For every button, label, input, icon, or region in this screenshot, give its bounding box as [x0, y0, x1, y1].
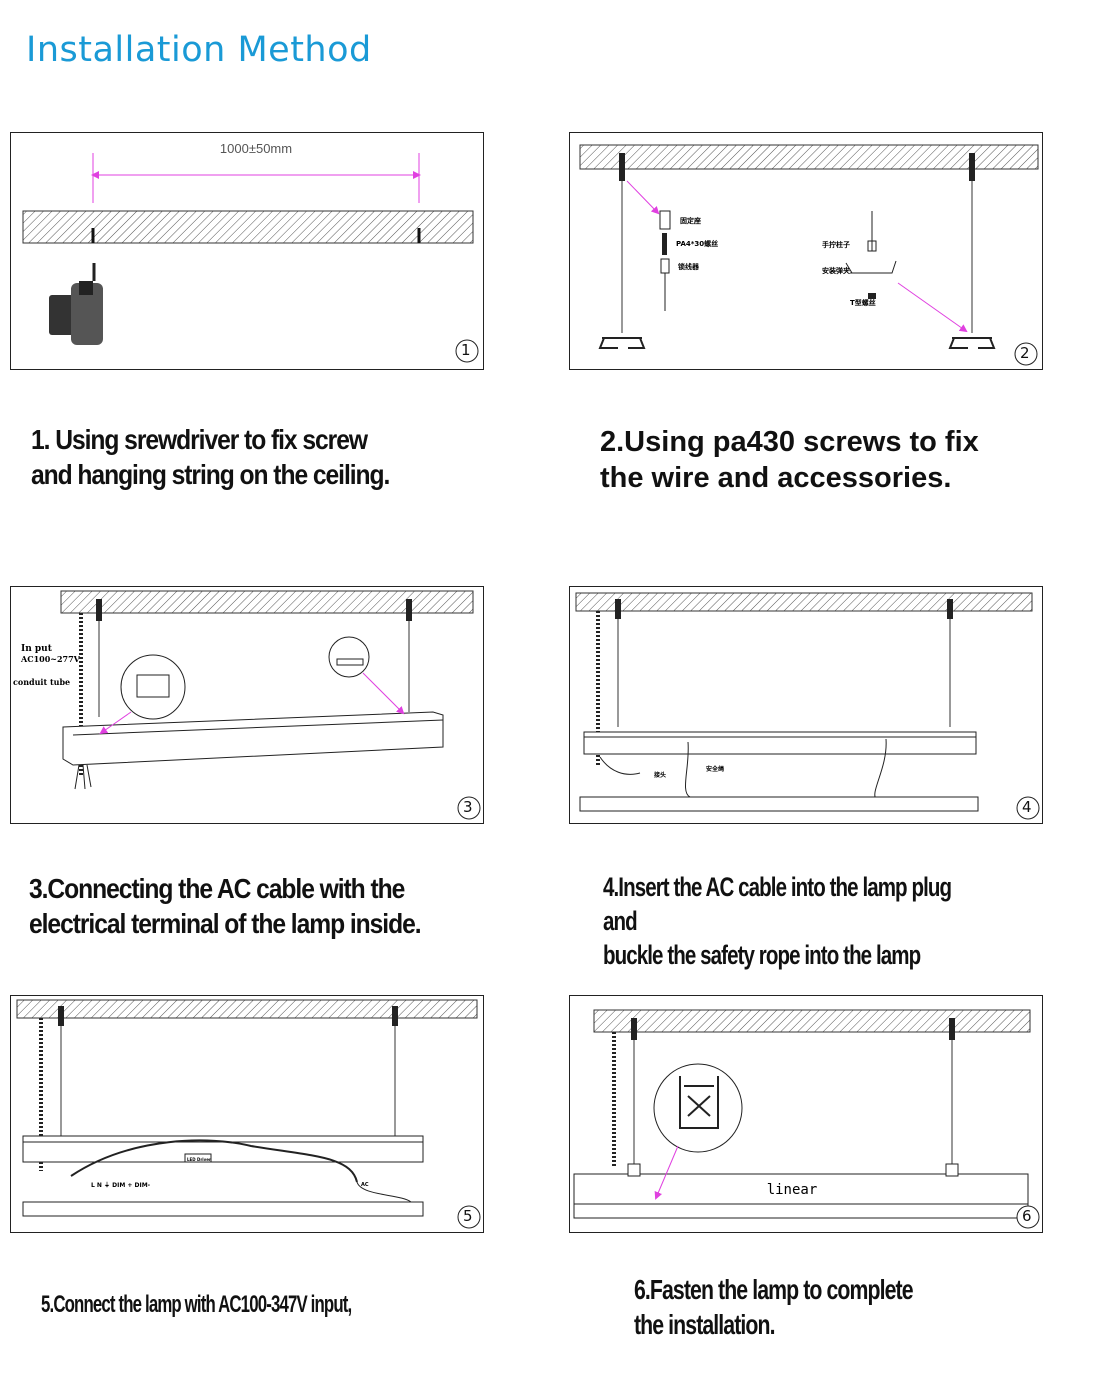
step-4-caption-line1: 4.Insert the AC cable into the lamp plug…	[603, 872, 952, 936]
drill-icon	[49, 263, 103, 345]
svg-text:固定座: 固定座	[680, 216, 701, 225]
dimension-label: 1000±50mm	[220, 141, 292, 156]
step-2-diagram: 固定座 PA4*30螺丝 锁线器 手拧柱子 安装弹夹 T型螺丝 2	[569, 132, 1043, 370]
step-6-caption-line2: the installation.	[634, 1309, 775, 1340]
ceiling	[60, 590, 474, 614]
step-badge-4: 4	[1022, 798, 1032, 816]
step-1-caption: 1. Using srewdriver to fix screw and han…	[31, 422, 390, 492]
svg-text:AC: AC	[361, 1182, 369, 1188]
svg-text:安全绳: 安全绳	[706, 765, 724, 773]
step-2-caption-line1: 2.Using pa430 screws to fix	[600, 426, 979, 458]
lamp-name-label: linear	[767, 1182, 818, 1198]
step-5-caption-line1: 5.Connect the lamp with AC100-347V input…	[41, 1291, 352, 1318]
step-badge-6: 6	[1022, 1207, 1032, 1225]
step-4-diagram: 接头 安全绳 4	[569, 586, 1043, 824]
step-badge-1: 1	[461, 341, 471, 359]
step-2-caption: 2.Using pa430 screws to fix the wire and…	[600, 424, 979, 497]
step-5-diagram: LED Driver L N ⏚ DIM + DIM- AC 5	[10, 995, 484, 1233]
step-badge-2: 2	[1020, 344, 1030, 362]
svg-text:PA4*30螺丝: PA4*30螺丝	[676, 239, 718, 248]
step-6-caption: 6.Fasten the lamp to complete the instal…	[634, 1272, 914, 1342]
step-6-diagram: linear 6	[569, 995, 1043, 1233]
svg-text:锁线器: 锁线器	[677, 262, 700, 271]
step-2-caption-line2: the wire and accessories.	[600, 462, 952, 495]
ceiling	[593, 1009, 1031, 1033]
svg-text:手拧柱子: 手拧柱子	[822, 240, 850, 249]
step-1-caption-line1: 1. Using srewdriver to fix screw	[31, 424, 368, 455]
step-3-caption: 3.Connecting the AC cable with the elect…	[29, 871, 422, 941]
ceiling	[579, 144, 1039, 170]
page-title: Installation Method	[26, 30, 372, 70]
svg-text:In put: In put	[21, 644, 53, 654]
step-6-caption-line1: 6.Fasten the lamp to complete	[634, 1274, 914, 1305]
svg-text:T型螺丝: T型螺丝	[850, 298, 876, 307]
step-1-diagram: 1000±50mm 1	[10, 132, 484, 370]
ceiling	[16, 999, 478, 1019]
svg-text:L N ⏚ DIM + DIM-: L N ⏚ DIM + DIM-	[91, 1182, 151, 1189]
svg-text:LED Driver: LED Driver	[187, 1157, 211, 1162]
svg-text:接头: 接头	[653, 771, 666, 779]
ceiling	[575, 592, 1033, 612]
svg-text:conduit tube: conduit tube	[13, 677, 70, 687]
step-badge-5: 5	[463, 1207, 473, 1225]
step-5-caption: 5.Connect the lamp with AC100-347V input…	[41, 1290, 352, 1320]
step-3-diagram: In put AC100~277V conduit tube 3	[10, 586, 484, 824]
ceiling	[22, 210, 474, 244]
step-1-caption-line2: and hanging string on the ceiling.	[31, 459, 390, 490]
step-badge-3: 3	[463, 798, 473, 816]
step-4-caption-line2: buckle the safety rope into the lamp	[603, 939, 921, 970]
step-4-caption: 4.Insert the AC cable into the lamp plug…	[603, 871, 982, 972]
svg-text:安装弹夹: 安装弹夹	[822, 266, 850, 275]
step-3-caption-line1: 3.Connecting the AC cable with the	[29, 873, 405, 904]
svg-text:AC100~277V: AC100~277V	[20, 654, 81, 664]
step-3-caption-line2: electrical terminal of the lamp inside.	[29, 908, 422, 939]
